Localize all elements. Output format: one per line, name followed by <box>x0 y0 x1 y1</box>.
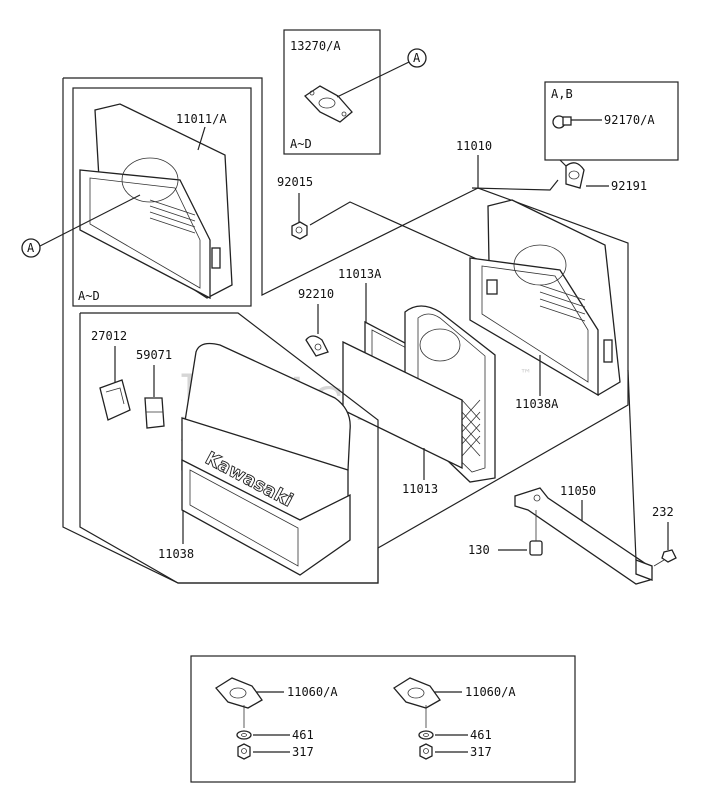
label-11050: 11050 <box>560 484 596 498</box>
washer-461-left <box>236 730 252 740</box>
housing-11038a <box>469 199 621 397</box>
leader-92015-bolt <box>309 201 491 266</box>
leader-a-left <box>39 194 141 247</box>
callout-a-top <box>407 48 427 68</box>
gasket-11060-left <box>215 677 263 709</box>
bolt-130 <box>529 510 543 556</box>
label-317-left: 317 <box>292 745 314 759</box>
label-11011-note: A~D <box>78 289 100 303</box>
gasket-11060-right <box>393 677 441 709</box>
housing-11011-box <box>72 87 252 307</box>
label-11060-left: 11060/A <box>287 685 338 699</box>
clip-59071 <box>144 397 165 429</box>
label-11038a: 11038A <box>515 397 559 411</box>
clip-92210 <box>305 335 329 357</box>
fastener-ab-box <box>544 81 679 161</box>
leader-bracket-to-housing <box>627 369 637 561</box>
screw-92170 <box>552 115 572 129</box>
gasket-13270 <box>304 85 353 123</box>
latch-27012 <box>99 379 131 421</box>
label-461-right: 461 <box>470 728 492 742</box>
label-92170: 92170/A <box>604 113 655 127</box>
callout-a-top-letter: A <box>413 51 421 65</box>
label-92015: 92015 <box>277 175 313 189</box>
label-11013: 11013 <box>402 482 438 496</box>
label-11013a: 11013A <box>338 267 382 281</box>
label-317-right: 317 <box>470 745 492 759</box>
label-11011: 11011/A <box>176 112 227 126</box>
filter-front <box>342 340 463 470</box>
label-11060-right: 11060/A <box>465 685 516 699</box>
cover-11038: Kawasaki <box>181 342 351 576</box>
leader-92191-to-housing <box>471 179 559 191</box>
gasket-kit-box <box>190 655 576 783</box>
callout-a-left-letter: A <box>27 241 35 255</box>
screw-232 <box>653 549 677 567</box>
label-13270-note: A~D <box>290 137 312 151</box>
gasket-13270-box <box>283 29 381 155</box>
label-461-left: 461 <box>292 728 314 742</box>
nut-317-right <box>419 743 433 760</box>
nut-317-left <box>237 743 251 760</box>
label-130: 130 <box>468 543 490 557</box>
label-11010: 11010 <box>456 139 492 153</box>
watermark-trademark: ™ <box>520 367 532 381</box>
housing-11011 <box>79 103 233 300</box>
label-13270: 13270/A <box>290 39 341 53</box>
nut-92015 <box>291 221 308 240</box>
label-232: 232 <box>652 505 674 519</box>
cover-11038-box <box>79 312 379 584</box>
grommet-92191 <box>565 162 585 189</box>
label-ab-note: A,B <box>551 87 573 101</box>
washer-461-right <box>418 730 434 740</box>
bracket-11050 <box>514 487 653 585</box>
label-27012: 27012 <box>91 329 127 343</box>
assembly-outline <box>62 77 629 584</box>
leader-11011 <box>197 126 206 151</box>
label-92210: 92210 <box>298 287 334 301</box>
leader-13270 <box>336 61 410 98</box>
label-11038: 11038 <box>158 547 194 561</box>
label-92191: 92191 <box>611 179 647 193</box>
callout-a-left <box>21 238 41 258</box>
label-59071: 59071 <box>136 348 172 362</box>
